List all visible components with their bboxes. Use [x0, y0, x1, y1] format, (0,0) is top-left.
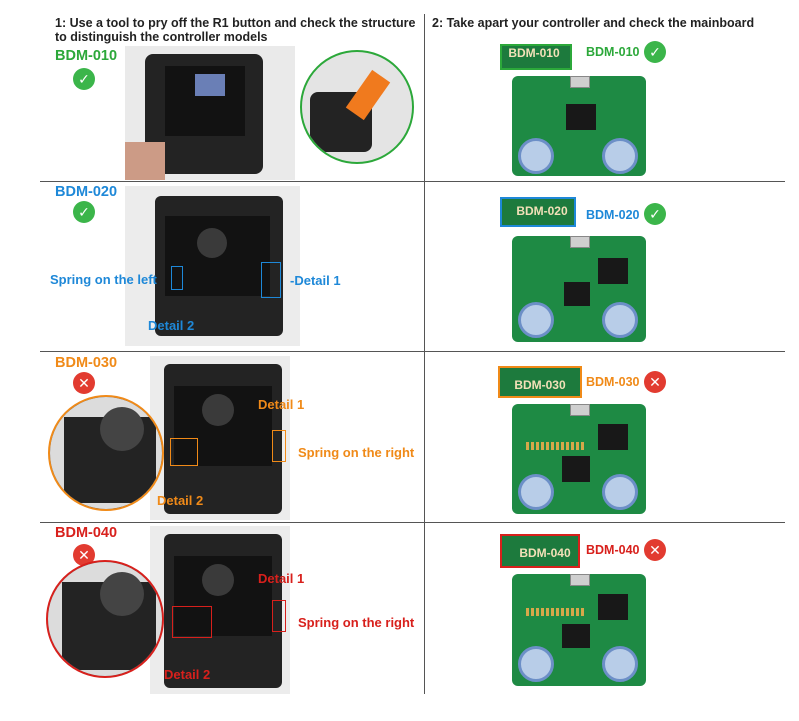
- mainboard-image: [512, 76, 646, 176]
- zoom-circle-detail: [48, 395, 164, 511]
- detail1-callout: Detail 1: [258, 397, 305, 412]
- column-divider: [424, 14, 425, 694]
- board-label-box: [498, 366, 582, 398]
- board-label-text: BDM-010: [508, 46, 560, 60]
- board-label-box: [500, 197, 576, 227]
- cross-icon: ✕: [73, 372, 95, 394]
- board-label-text: BDM-030: [514, 378, 566, 392]
- model-label-bdm-020: BDM-020: [55, 184, 118, 200]
- board-label-text: BDM-020: [516, 204, 568, 218]
- step1-header: 1: Use a tool to pry off the R1 button a…: [55, 16, 416, 44]
- r1-structure-photo: [150, 356, 290, 520]
- check-icon: ✓: [73, 201, 95, 223]
- check-icon: ✓: [644, 203, 666, 225]
- cross-icon: ✕: [644, 539, 666, 561]
- mainboard-image: [512, 236, 646, 342]
- model-label-bdm-040: BDM-040: [55, 525, 118, 541]
- mainboard-image: [512, 404, 646, 514]
- model-label-bdm-030: BDM-030: [55, 355, 118, 371]
- r1-structure-photo: [125, 46, 295, 180]
- detail1-callout: Detail 1: [258, 571, 305, 586]
- spring-callout: Spring on the right: [298, 445, 415, 460]
- check-icon: ✓: [644, 41, 666, 63]
- row-divider: [40, 351, 785, 352]
- detail2-callout: Detail 2: [164, 667, 211, 682]
- board-model-label: BDM-010: [586, 45, 640, 59]
- spring-callout: Spring on the right: [298, 615, 415, 630]
- zoom-circle-tool: [300, 50, 414, 164]
- board-model-label: BDM-030: [586, 375, 640, 389]
- check-icon: ✓: [73, 68, 95, 90]
- board-label-text: BDM-040: [519, 546, 571, 560]
- detail2-callout: Detail 2: [148, 318, 195, 333]
- board-label-box: [500, 44, 572, 70]
- cross-icon: ✕: [73, 544, 95, 566]
- board-model-label: BDM-020: [586, 208, 640, 222]
- board-label-box: [500, 534, 580, 568]
- mainboard-image: [512, 574, 646, 686]
- detail1-label: Detail 1: [294, 273, 341, 288]
- detail2-callout: Detail 2: [157, 493, 204, 508]
- cross-icon: ✕: [644, 371, 666, 393]
- row-divider: [40, 181, 785, 182]
- zoom-circle-detail: [46, 560, 164, 678]
- spring-callout: Spring on the left: [50, 272, 157, 287]
- step2-header: 2: Take apart your controller and check …: [432, 16, 755, 30]
- r1-structure-photo: [125, 186, 300, 346]
- r1-structure-photo: [150, 526, 290, 694]
- detail1-callout: -Detail 1: [290, 273, 341, 288]
- model-label-bdm-010: BDM-010: [55, 48, 118, 64]
- board-model-label: BDM-040: [586, 543, 640, 557]
- row-divider: [40, 522, 785, 523]
